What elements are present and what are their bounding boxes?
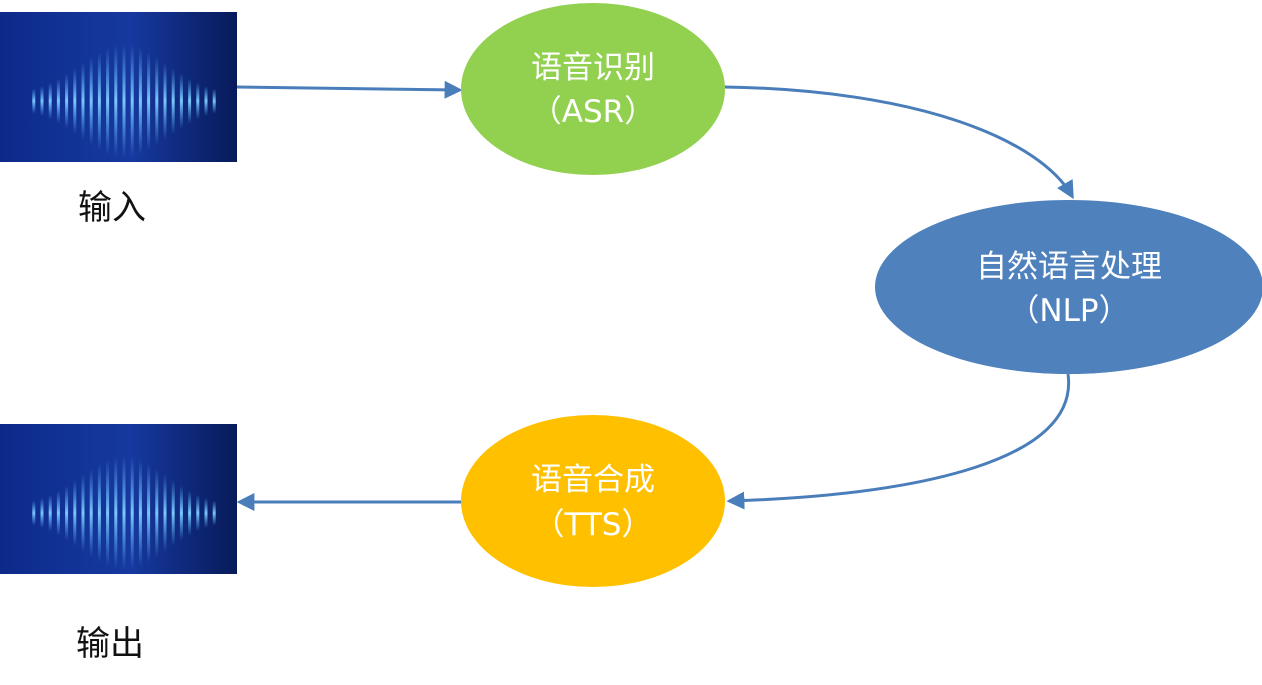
wave-bar xyxy=(204,497,208,529)
tts-title: 语音合成 xyxy=(531,462,655,498)
output-waveform-icon xyxy=(0,424,237,574)
input-waveform-bg xyxy=(0,12,237,162)
tts-node: 语音合成 （TTS） xyxy=(461,415,725,587)
output-waveform-bg xyxy=(0,424,237,574)
wave-bar xyxy=(155,468,159,558)
wave-bar xyxy=(81,62,85,140)
wave-bar xyxy=(81,474,85,552)
wave-bar xyxy=(155,56,159,146)
wave-bar xyxy=(40,497,44,529)
nlp-subtitle: （NLP） xyxy=(1008,293,1129,329)
wave-bar xyxy=(212,500,216,526)
wave-bar xyxy=(32,500,36,526)
wave-bar xyxy=(106,459,110,567)
wave-bar xyxy=(65,73,69,129)
wave-bar xyxy=(163,474,167,552)
wave-bar xyxy=(171,480,175,546)
wave-bar xyxy=(196,494,200,532)
wave-bar xyxy=(204,85,208,117)
wave-bar xyxy=(73,68,77,134)
nlp-node: 自然语言处理 （NLP） xyxy=(875,200,1262,374)
asr-title: 语音识别 xyxy=(531,50,655,86)
wave-bar xyxy=(106,47,110,155)
wave-bar xyxy=(48,494,52,532)
wave-bar xyxy=(179,485,183,541)
asr-subtitle: （ASR） xyxy=(531,94,655,130)
wave-bar xyxy=(122,456,126,570)
wave-bar xyxy=(65,485,69,541)
wave-bar xyxy=(130,456,134,570)
wave-bar xyxy=(147,51,151,151)
wave-bar xyxy=(73,480,77,546)
arrow-asr-to-nlp xyxy=(724,85,1074,200)
wave-bar xyxy=(97,51,101,151)
input-waveform-icon xyxy=(0,12,237,162)
wave-bar xyxy=(179,73,183,129)
wave-bar xyxy=(114,456,118,570)
output-label: 输出 xyxy=(76,624,144,664)
wave-bar xyxy=(114,44,118,158)
wave-bar xyxy=(171,68,175,134)
wave-bar xyxy=(212,88,216,114)
input-label: 输入 xyxy=(78,188,146,228)
wave-bar xyxy=(40,85,44,117)
asr-node: 语音识别 （ASR） xyxy=(461,3,725,175)
wave-bar xyxy=(147,463,151,563)
wave-bar xyxy=(138,459,142,567)
asr-ellipse xyxy=(461,3,725,175)
wave-bar xyxy=(196,82,200,120)
wave-bar xyxy=(188,78,192,124)
arrow-input-to-asr xyxy=(236,80,463,99)
nlp-ellipse xyxy=(875,200,1262,374)
wave-bar xyxy=(122,44,126,158)
tts-subtitle: （TTS） xyxy=(533,507,652,543)
nlp-title: 自然语言处理 xyxy=(976,249,1162,285)
wave-bar xyxy=(32,88,36,114)
wave-bar xyxy=(130,44,134,158)
arrow-nlp-to-tts xyxy=(726,373,1071,510)
wave-bar xyxy=(48,82,52,120)
wave-bar xyxy=(138,47,142,155)
wave-bar xyxy=(56,490,60,536)
wave-bar xyxy=(56,78,60,124)
wave-bar xyxy=(89,468,93,558)
wave-bar xyxy=(163,62,167,140)
tts-ellipse xyxy=(461,415,725,587)
wave-bar xyxy=(188,490,192,536)
wave-bar xyxy=(89,56,93,146)
wave-bar xyxy=(97,463,101,563)
